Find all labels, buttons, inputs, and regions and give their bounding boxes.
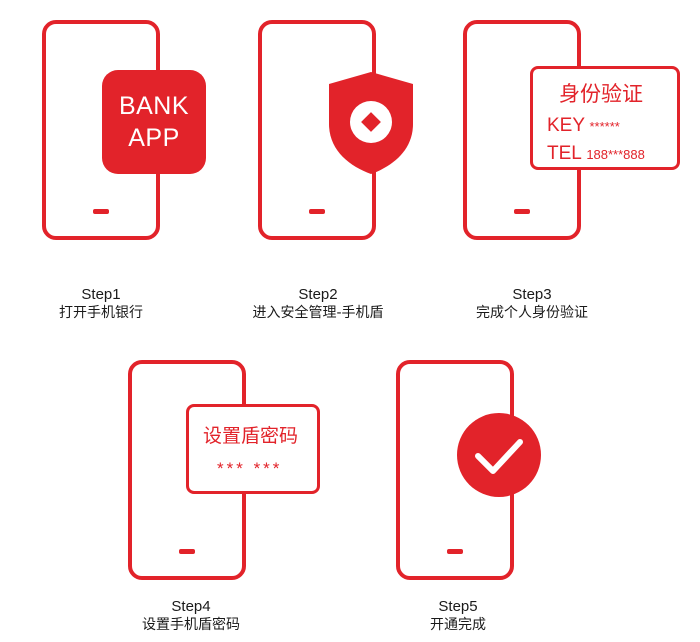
step-number: Step4 xyxy=(171,598,211,615)
step-description: 进入安全管理-手机盾 xyxy=(252,305,384,321)
masked-password: *** *** xyxy=(217,459,283,478)
step-4-caption: Step4 设置手机盾密码 xyxy=(142,598,240,634)
step-3-caption: Step3 完成个人身份验证 xyxy=(476,286,588,322)
step-1-caption: Step1 打开手机银行 xyxy=(59,286,143,322)
step-description: 开通完成 xyxy=(430,617,486,633)
card-title: 身份验证 xyxy=(559,82,643,106)
phone-home-button xyxy=(309,209,325,214)
step-number: Step3 xyxy=(512,286,552,303)
step-description: 设置手机盾密码 xyxy=(142,617,240,633)
key-row: KEY ****** xyxy=(547,115,620,137)
bank-app-icon: BANK APP xyxy=(102,70,206,174)
card-title: 设置盾密码 xyxy=(203,425,299,447)
bank-app-label-line2: APP xyxy=(128,124,180,152)
step-number: Step1 xyxy=(81,286,121,303)
tel-value: 188***888 xyxy=(586,147,645,162)
step-number: Step2 xyxy=(298,286,338,303)
tel-row: TEL 188***888 xyxy=(547,143,645,165)
key-value: ****** xyxy=(589,119,620,134)
step-2-caption: Step2 进入安全管理-手机盾 xyxy=(252,286,383,322)
checkmark-icon xyxy=(457,413,541,497)
set-password-card: 设置盾密码 *** *** xyxy=(186,404,320,494)
bank-app-label-line1: BANK xyxy=(118,92,190,120)
step-5-caption: Step5 开通完成 xyxy=(430,598,486,634)
shield-icon xyxy=(329,72,413,174)
phone-home-button xyxy=(93,209,109,214)
phone-home-button xyxy=(179,549,195,554)
key-label: KEY xyxy=(547,115,586,136)
tel-label: TEL xyxy=(547,143,582,164)
phone-home-button xyxy=(447,549,463,554)
step-number: Step5 xyxy=(438,598,478,615)
identity-verification-card: 身份验证 KEY ****** TEL 188***888 xyxy=(530,66,680,170)
step-description: 打开手机银行 xyxy=(59,305,143,321)
step-description: 完成个人身份验证 xyxy=(476,305,588,321)
phone-home-button xyxy=(514,209,530,214)
